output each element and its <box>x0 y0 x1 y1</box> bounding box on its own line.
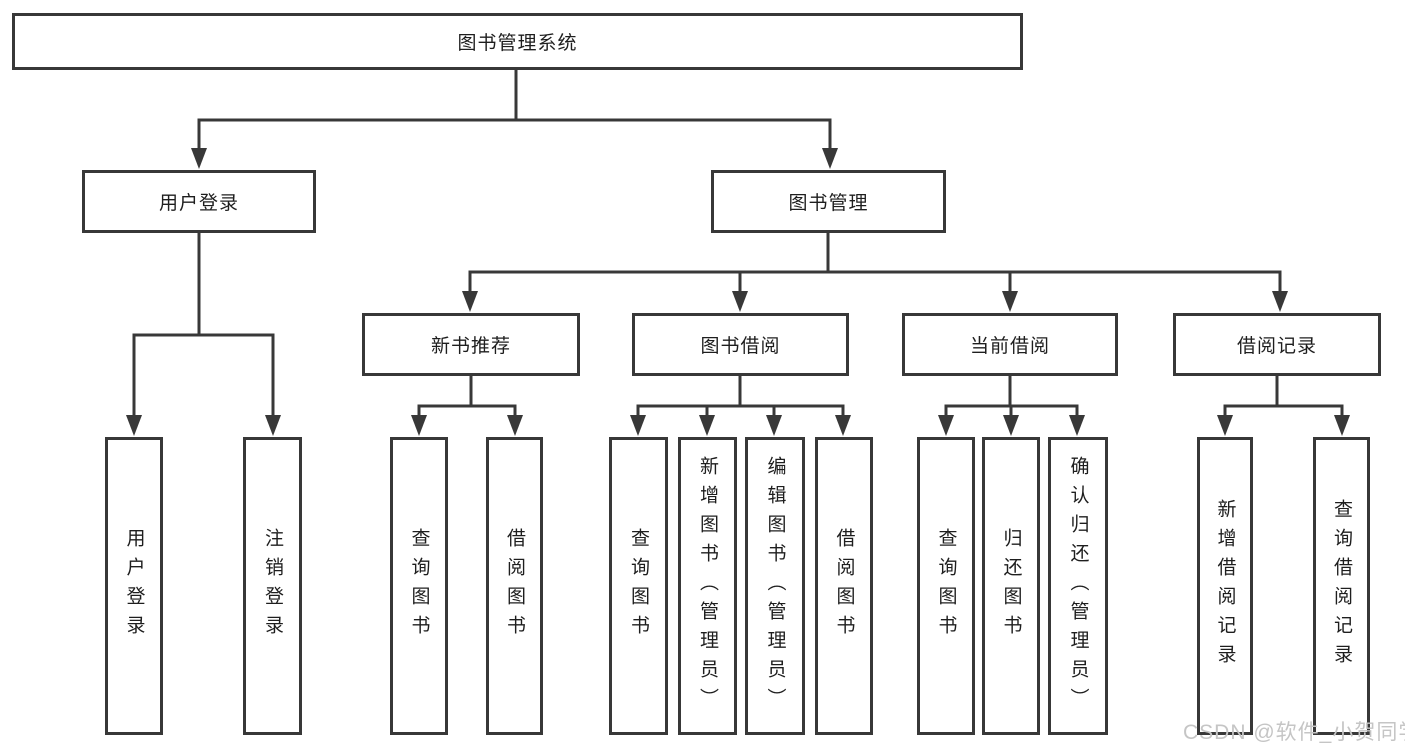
node-root-system-label: 图书管理系统 <box>457 33 578 54</box>
arrowhead-group <box>126 148 1350 436</box>
leaf-borrowing-add-books-admin: 新增图书（管理员） <box>678 437 737 735</box>
leaf-newbook-query-books: 查询图书 <box>390 437 448 735</box>
leaf-current-return-books: 归还图书 <box>982 437 1040 735</box>
leaf-current-confirm-return-admin-label: 确认归还（管理员） <box>1067 455 1089 717</box>
leaf-borrowing-edit-books-admin-label: 编辑图书（管理员） <box>764 455 786 717</box>
node-borrow-records: 借阅记录 <box>1173 313 1381 376</box>
arrowhead-current-borrow <box>1002 291 1018 312</box>
node-borrow-records-label: 借阅记录 <box>1236 336 1317 357</box>
leaf-borrowing-query-books-label: 查询图书 <box>628 528 649 644</box>
node-book-management: 图书管理 <box>711 170 946 233</box>
leaf-borrowing-borrow-books-label: 借阅图书 <box>833 528 855 644</box>
arrowhead-cb-confirm <box>1069 415 1085 436</box>
leaf-borrowing-query-books: 查询图书 <box>609 437 668 735</box>
leaf-record-add-borrow-record: 新增借阅记录 <box>1197 437 1253 735</box>
leaf-newbook-borrow-books: 借阅图书 <box>486 437 543 735</box>
leaf-record-add-borrow-record-label: 新增借阅记录 <box>1214 499 1236 673</box>
arrowhead-user-login <box>191 148 207 169</box>
node-book-borrowing-label: 图书借阅 <box>700 336 781 357</box>
leaf-user-login-label: 用户登录 <box>123 528 145 644</box>
arrowhead-book-borrow <box>732 291 748 312</box>
leaf-borrowing-edit-books-admin: 编辑图书（管理员） <box>745 437 805 735</box>
leaf-newbook-borrow-books-label: 借阅图书 <box>504 528 525 644</box>
leaf-borrowing-borrow-books: 借阅图书 <box>815 437 873 735</box>
node-current-borrowing-label: 当前借阅 <box>969 336 1050 357</box>
arrowhead-bb-add <box>699 415 715 436</box>
leaf-record-query-borrow-record-label: 查询借阅记录 <box>1331 499 1352 673</box>
leaf-user-login: 用户登录 <box>105 437 163 735</box>
node-user-login: 用户登录 <box>82 170 316 233</box>
arrowhead-bb-query <box>630 415 646 436</box>
csdn-watermark: CSDN @软件_小贺同学 <box>1183 721 1405 744</box>
node-book-management-label: 图书管理 <box>788 193 869 214</box>
arrowhead-borrow-record <box>1272 291 1288 312</box>
arrowhead-br-query <box>1334 415 1350 436</box>
node-root-system: 图书管理系统 <box>12 13 1023 70</box>
leaf-logout-label: 注销登录 <box>262 528 283 644</box>
node-new-book-recommend: 新书推荐 <box>362 313 580 376</box>
leaf-current-confirm-return-admin: 确认归还（管理员） <box>1048 437 1108 735</box>
arrowhead-bb-borrow <box>835 415 851 436</box>
arrowhead-cb-return <box>1003 415 1019 436</box>
leaf-current-query-books-label: 查询图书 <box>935 528 957 644</box>
arrowhead-bb-edit <box>766 415 782 436</box>
leaf-record-query-borrow-record: 查询借阅记录 <box>1313 437 1370 735</box>
node-new-book-recommend-label: 新书推荐 <box>430 336 511 357</box>
arrowhead-nb-borrow <box>507 415 523 436</box>
arrowhead-book-mgmt <box>822 148 838 169</box>
arrowhead-new-book <box>462 291 478 312</box>
arrowhead-cb-query <box>938 415 954 436</box>
leaf-logout: 注销登录 <box>243 437 302 735</box>
arrowhead-nb-query <box>411 415 427 436</box>
leaf-current-query-books: 查询图书 <box>917 437 975 735</box>
arrowhead-br-add <box>1217 415 1233 436</box>
leaf-borrowing-add-books-admin-label: 新增图书（管理员） <box>697 455 718 717</box>
node-book-borrowing: 图书借阅 <box>632 313 849 376</box>
arrowhead-leaf-user-login <box>126 415 142 436</box>
leaf-current-return-books-label: 归还图书 <box>1000 528 1022 644</box>
node-current-borrowing: 当前借阅 <box>902 313 1118 376</box>
node-user-login-label: 用户登录 <box>158 193 239 214</box>
leaf-newbook-query-books-label: 查询图书 <box>408 528 430 644</box>
connector-line-group <box>132 68 1344 417</box>
arrowhead-leaf-logout <box>265 415 281 436</box>
